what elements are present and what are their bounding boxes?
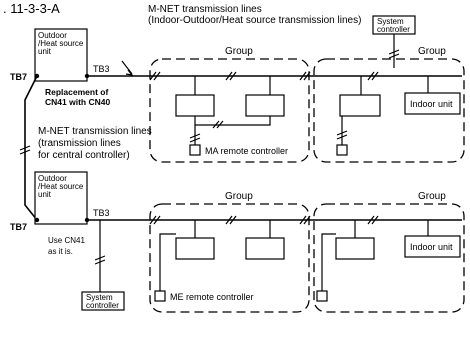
tb7-label-lower: TB7 <box>10 222 27 232</box>
wire-break-mark <box>225 71 237 81</box>
group-lower-right <box>313 203 465 313</box>
indoor-unit-label-upper: Indoor unit <box>410 99 453 109</box>
mnet-line-title-2: (Indoor-Outdoor/Heat source transmission… <box>148 15 361 26</box>
group-lower-right-label: Group <box>418 191 446 202</box>
wire-break-mark <box>367 71 379 81</box>
indoor-unit <box>339 94 381 117</box>
group-lower-left-label: Group <box>225 191 253 202</box>
remote-controller <box>336 144 348 156</box>
central-line-note-1: M-NET transmission lines <box>38 126 152 137</box>
indoor-unit <box>245 94 285 117</box>
leader-arrow <box>125 69 134 76</box>
use-cn41-note-1: Use CN41 <box>48 236 85 245</box>
wire-break-mark <box>388 49 400 59</box>
me-remote-wire <box>159 233 176 291</box>
system-controller-lower <box>81 291 125 311</box>
figure-label: . 11-3-3-A <box>3 1 60 16</box>
central-line-note-2: (transmission lines <box>38 138 121 149</box>
system-controller-top-label-2: controller <box>377 25 410 34</box>
indoor-unit <box>245 237 285 260</box>
group-upper-right <box>313 58 465 163</box>
wire-break-mark <box>212 120 224 129</box>
system-controller-lower-label-2: controller <box>86 301 119 310</box>
wire-break-mark <box>149 71 161 81</box>
outdoor-unit-upper-label-3: unit <box>38 47 52 56</box>
indoor-unit <box>175 237 215 260</box>
indoor-unit <box>335 237 375 260</box>
me-remote-controller <box>154 290 166 302</box>
indoor-unit <box>404 235 461 258</box>
leader-line <box>121 60 133 75</box>
group-upper-left-label: Group <box>225 46 253 57</box>
outdoor-unit-upper-label-2: /Heat source <box>38 39 84 48</box>
outdoor-unit-upper-label-1: Outdoor <box>38 31 67 40</box>
tb3-label-lower: TB3 <box>93 208 110 218</box>
wire-break-mark <box>149 215 161 225</box>
ma-remote-label: MA remote controller <box>205 146 288 156</box>
outdoor-unit-lower-label-1: Outdoor <box>38 174 67 183</box>
system-controller-lower-label-1: System <box>86 293 113 302</box>
remote-controller <box>316 290 328 302</box>
replacement-note-2: CN41 with CN40 <box>45 97 110 107</box>
remote-wire <box>321 233 336 291</box>
wire-break-mark <box>94 255 106 265</box>
central-controller-line <box>24 75 38 221</box>
group-lower-left <box>149 203 310 313</box>
wire-break-mark <box>225 215 237 225</box>
mnet-line-title-1: M-NET transmission lines <box>148 4 262 15</box>
outdoor-unit-lower <box>34 171 88 225</box>
ma-remote-wire <box>194 116 271 126</box>
outdoor-unit-lower-label-3: unit <box>38 190 52 199</box>
outdoor-unit-upper <box>34 28 88 82</box>
terminal-dot <box>34 217 40 223</box>
ma-remote-controller <box>189 144 201 156</box>
use-cn41-note-2: as it is. <box>48 247 73 256</box>
wire-break-mark <box>367 215 379 225</box>
wire-break-mark <box>189 133 201 143</box>
indoor-unit-label-lower: Indoor unit <box>410 242 453 252</box>
system-controller-top-label-1: System <box>377 17 404 26</box>
central-line-note-3: for central controller) <box>38 150 130 161</box>
wire-break-mark <box>19 145 31 155</box>
tb3-label-upper: TB3 <box>93 64 110 74</box>
me-remote-label: ME remote controller <box>170 292 254 302</box>
indoor-unit <box>404 92 461 115</box>
outdoor-unit-lower-label-2: /Heat source <box>38 182 84 191</box>
indoor-unit <box>175 94 215 117</box>
tb7-label-upper: TB7 <box>10 72 27 82</box>
wire-break-mark <box>336 130 348 140</box>
group-upper-right-label: Group <box>418 46 446 57</box>
replacement-note-1: Replacement of <box>45 87 108 97</box>
